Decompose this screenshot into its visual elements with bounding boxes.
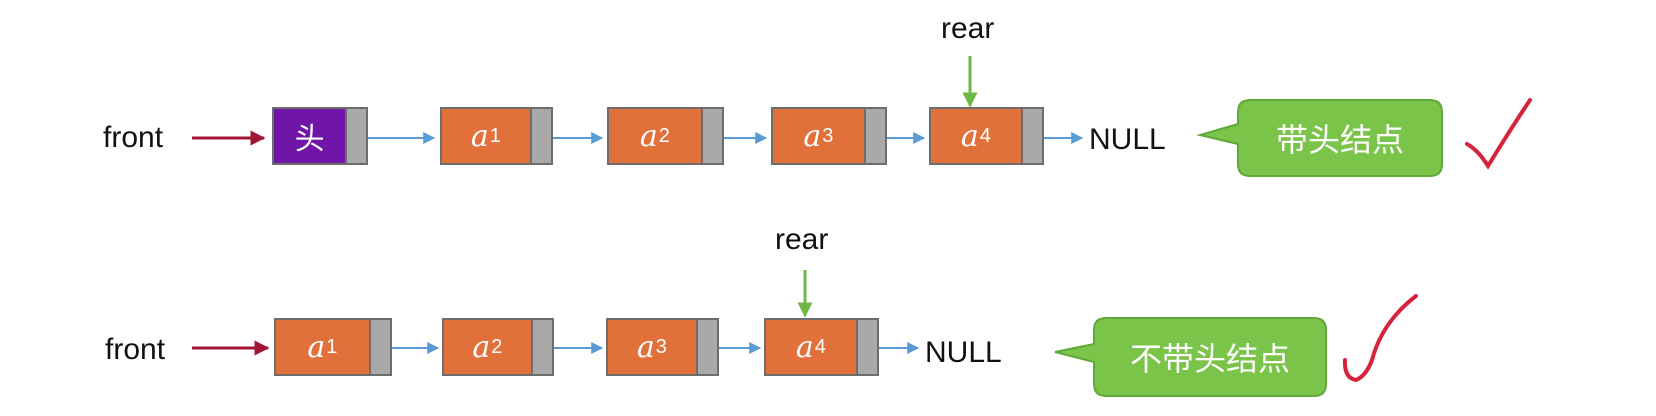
pointer-field [532, 320, 552, 374]
pointer-field [697, 320, 717, 374]
null-label: NULL [1089, 123, 1166, 156]
check-mark-icon [1465, 98, 1532, 170]
pointer-field [531, 109, 551, 163]
pointer-field [370, 320, 390, 374]
front-label: front [105, 333, 166, 366]
pointer-field [702, 109, 722, 163]
callout-text: 不带头结点 [1129, 340, 1290, 378]
head-node-data: 头 [274, 109, 348, 163]
rear-label: rear [941, 12, 995, 45]
pointer-field [857, 320, 877, 374]
rear-label: rear [775, 223, 829, 256]
front-label: front [103, 121, 164, 154]
callout-text: 带头结点 [1275, 121, 1404, 159]
callout-bubble [1054, 317, 1327, 397]
pointer-field [865, 109, 885, 163]
check-mark-icon [1342, 294, 1418, 383]
pointer-field [1022, 109, 1042, 163]
pointer-field [347, 109, 366, 163]
callout-bubble [1196, 99, 1443, 177]
head-node: 头 [272, 107, 368, 165]
null-label: NULL [925, 336, 1002, 369]
